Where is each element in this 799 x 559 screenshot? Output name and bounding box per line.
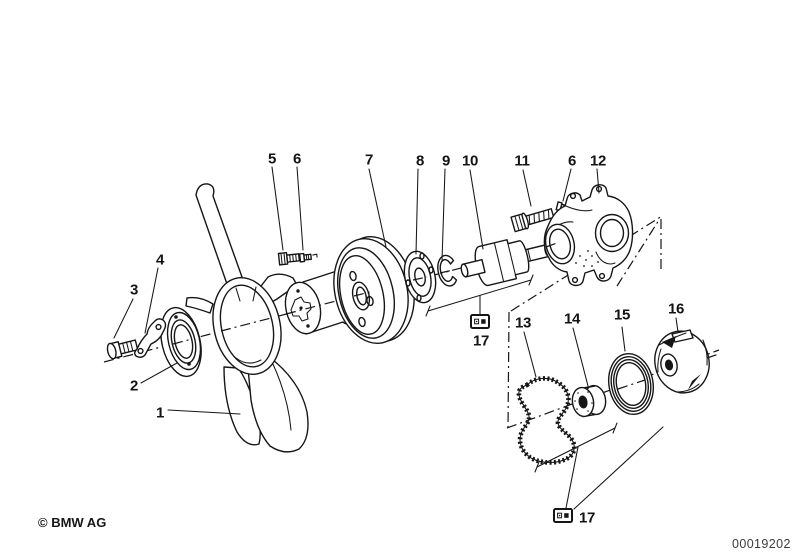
callout-10: 10 — [461, 152, 479, 170]
bolt-5 — [277, 251, 301, 266]
fan — [185, 183, 309, 453]
copyright-text: © BMW AG — [38, 515, 107, 530]
seal — [571, 384, 607, 418]
fan-spacer-disc — [160, 306, 202, 378]
bolt-3 — [106, 339, 139, 360]
callout-6: 6 — [292, 150, 302, 168]
bolt-11 — [510, 208, 555, 233]
axis-overlays — [172, 242, 558, 345]
callout-2: 2 — [129, 377, 139, 395]
gasket — [516, 376, 577, 465]
callout-13: 13 — [514, 314, 532, 332]
callout-15: 15 — [613, 306, 631, 324]
flange — [403, 250, 437, 304]
callout-16: 16 — [667, 300, 685, 318]
housing-shading-dots — [575, 250, 599, 267]
callout-1: 1 — [155, 404, 165, 422]
screw-6 — [298, 252, 318, 263]
callout-4: 4 — [155, 251, 165, 269]
lock-ring — [437, 254, 458, 287]
leader-lines — [113, 166, 679, 415]
callout-11: 11 — [514, 152, 530, 170]
callout-17-lower: 17 — [578, 509, 596, 527]
document-number: 00019202 — [732, 537, 791, 551]
bearing-shaft — [460, 239, 552, 287]
bracket-strap — [134, 318, 167, 358]
sealant-marker-icon — [470, 314, 490, 329]
callout-9: 9 — [441, 152, 451, 170]
callout-6b: 6 — [567, 152, 577, 170]
callout-7: 7 — [364, 151, 374, 169]
group-bracket-lower — [534, 422, 664, 510]
callout-3: 3 — [129, 281, 139, 299]
callout-17-upper: 17 — [472, 332, 490, 350]
o-ring — [607, 353, 655, 415]
pulley — [333, 236, 415, 344]
callout-12: 12 — [589, 152, 607, 170]
callout-5: 5 — [267, 150, 277, 168]
sealant-marker-icon — [553, 508, 573, 523]
group-bracket-upper — [425, 274, 534, 317]
pump-housing — [543, 184, 634, 287]
callout-8: 8 — [415, 152, 425, 170]
impeller — [654, 329, 720, 394]
callout-14: 14 — [563, 310, 581, 328]
